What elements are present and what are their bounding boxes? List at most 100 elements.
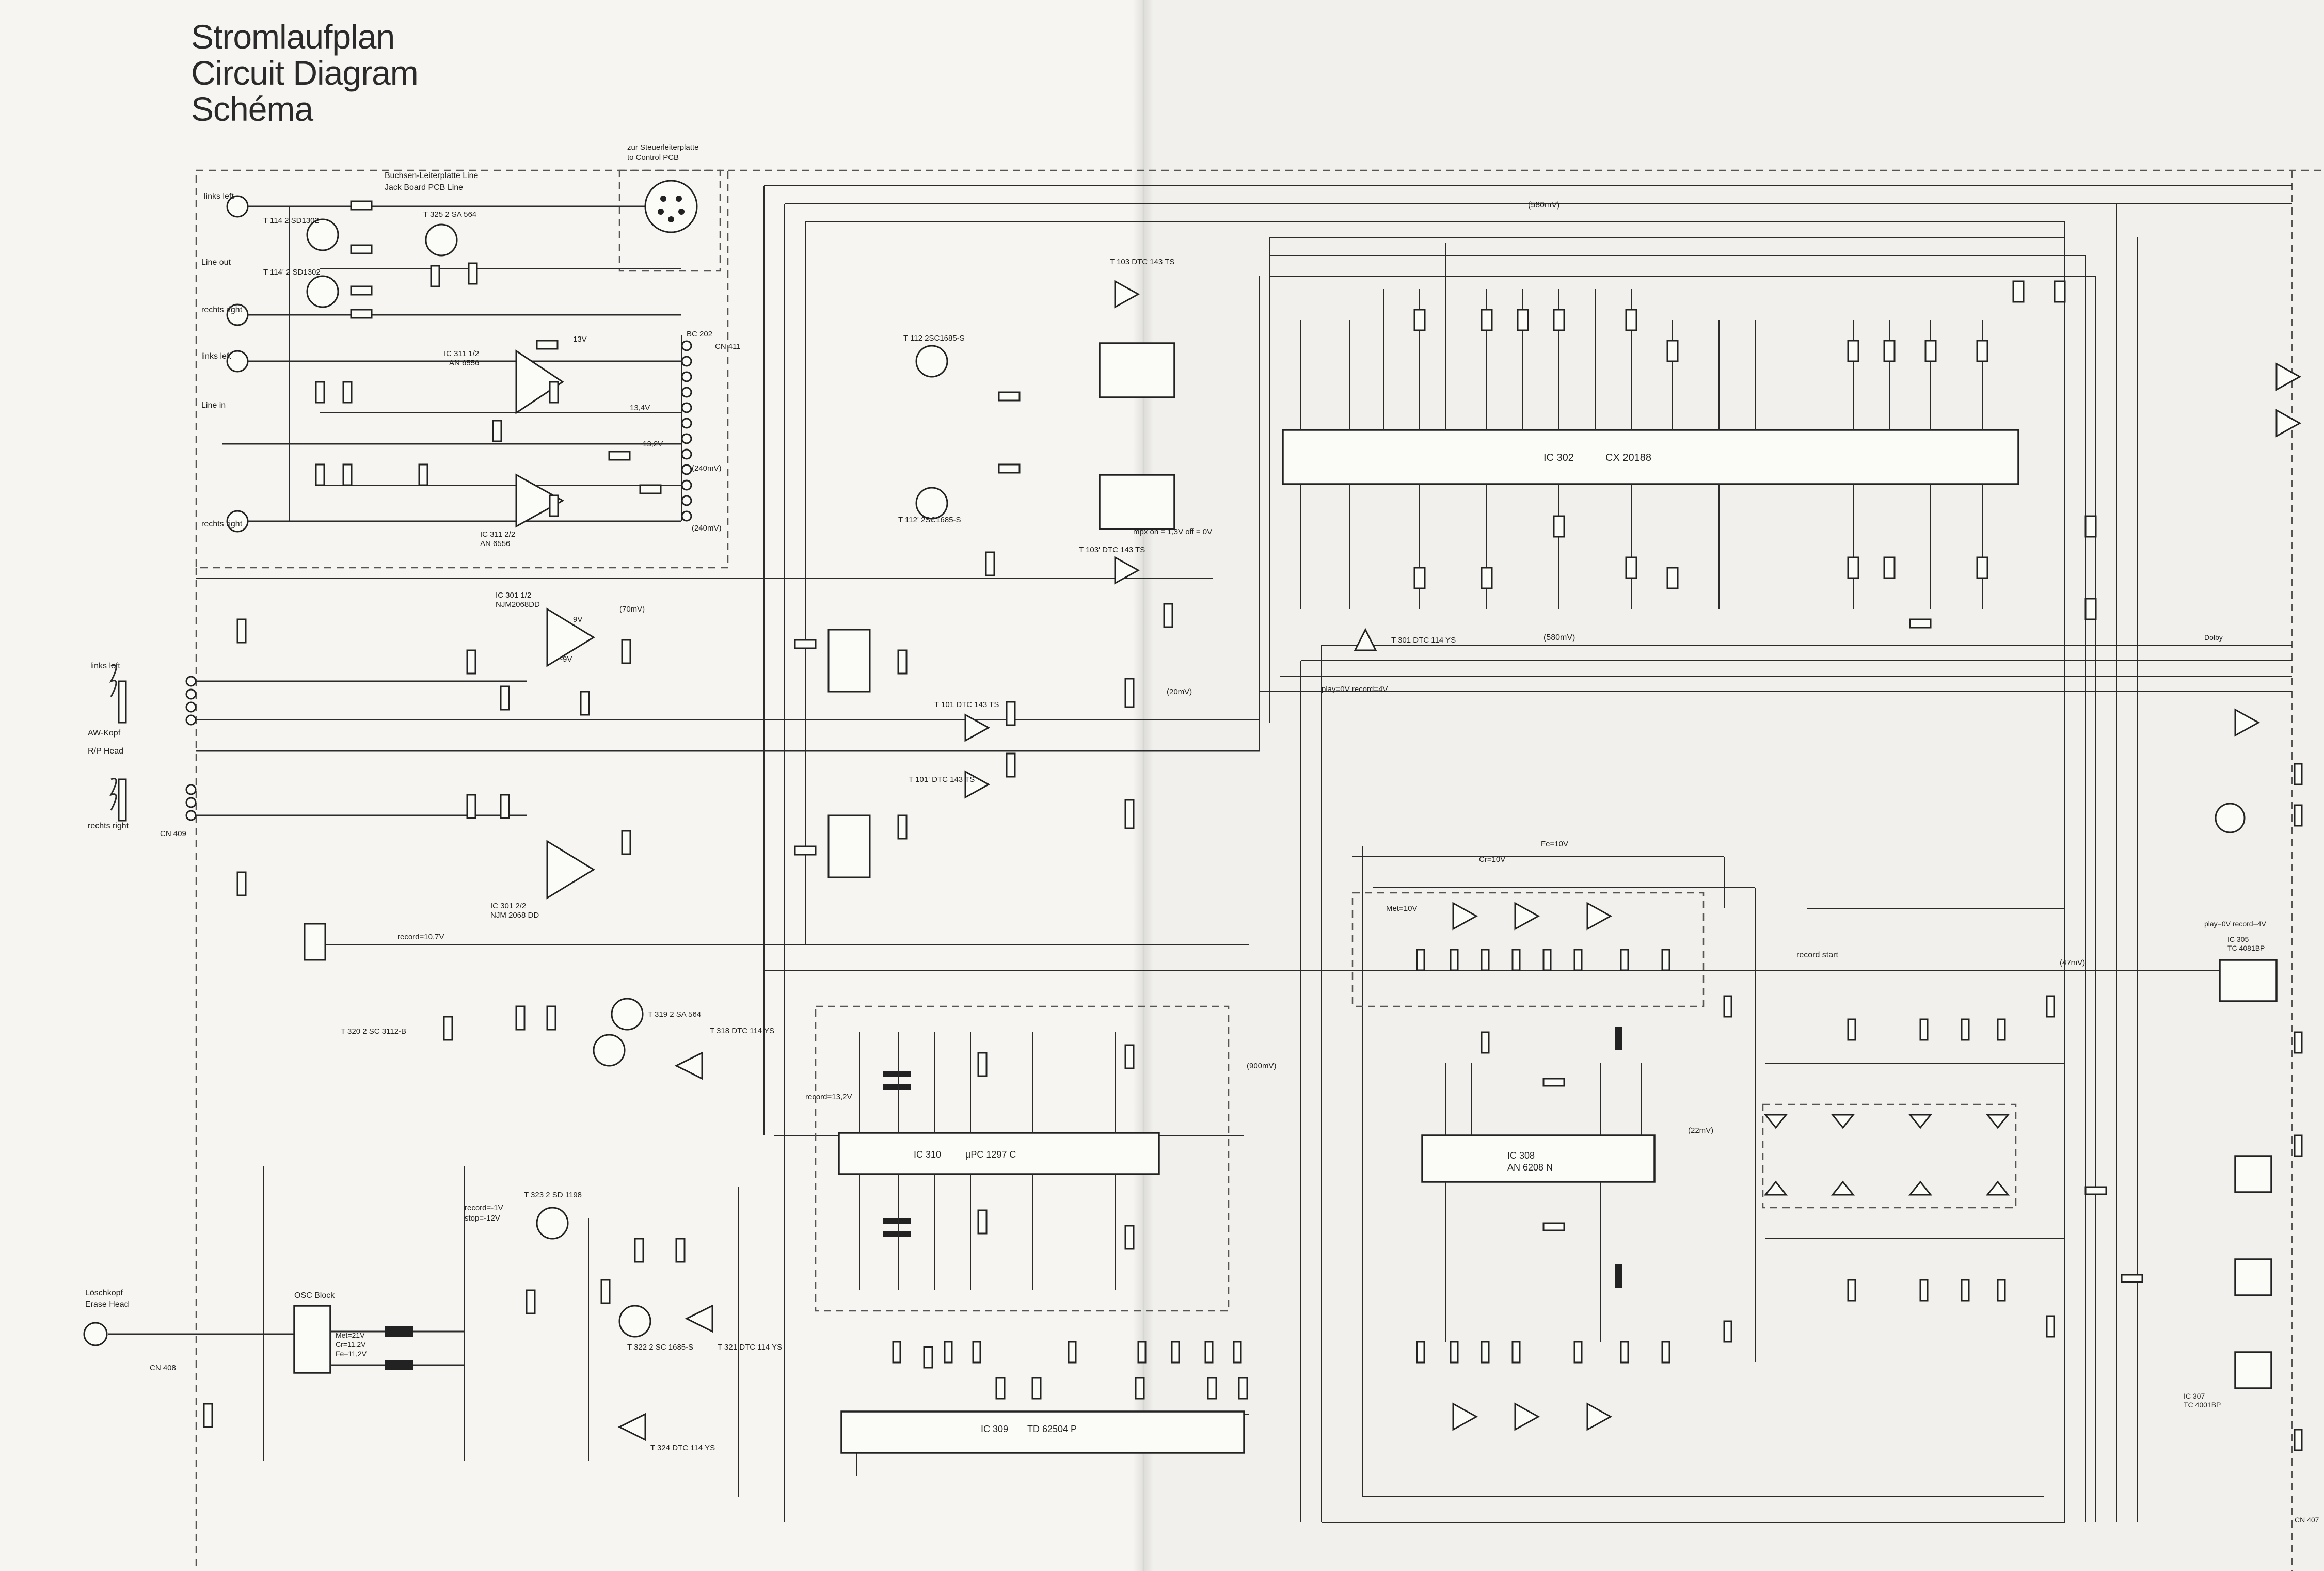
ic308-an6208n [1421,1134,1656,1183]
label-play-record: play=0V record=4V [1322,685,1388,694]
voltage-fe-11-2v: Fe=11,2V [336,1350,367,1358]
ic310-upc1297c [838,1132,1160,1175]
jack-board-section: links left Line out rechts right links l… [201,143,741,548]
preamp-section: links left AW-Kopf R/P Head rechts right… [88,591,1016,961]
transistor-t324 [617,1413,646,1441]
jack-board-outline [195,169,729,569]
label-jack-board: Buchsen-Leiterplatte Line [385,171,479,180]
coil-l103-prime [1615,1264,1622,1288]
voltage-13-4v: 13,4V [630,404,650,412]
buffer-t113 [1452,902,1478,931]
label-erase-head: Erase Head [85,1300,129,1309]
label-rechts-right-in: rechts right [201,520,243,528]
buffer-t109-prime [1830,1180,1855,1196]
label-jack-board-en: Jack Board PCB Line [385,183,463,192]
ic302-cx20188 [1282,429,2019,485]
voltage-20mv: (20mV) [1167,687,1192,696]
label-cn409: CN 409 [160,829,186,838]
label-t114: T 114 2 SD1302 [263,216,319,225]
bias-section: T 320 2 SC 3112-B T 319 2 SA 564 T 318 D… [83,998,782,1497]
ic308-block: IC 308 AN 6208 N [1351,892,1732,1431]
voltage-240mv-b: (240mV) [692,524,722,533]
buffer-t107-prime [1985,1180,2010,1196]
buffer-t101 [964,713,991,742]
voltage-cr-11-2v: Cr=11,2V [336,1340,366,1349]
buffer-t108 [1908,1114,1933,1129]
label-t319: T 319 2 SA 564 [648,1010,701,1019]
label-links-left-out: links left [204,192,234,201]
voltage-minus-13-2v: -13,2V [640,440,663,448]
label-ic302: IC 302 [1543,452,1574,463]
filter-l102 [1099,342,1175,398]
label-links-left-head: links left [90,662,120,670]
opamp-ic311-b [515,473,565,528]
label-t112-prime: T 112' 2SC1685-S [898,516,961,524]
label-dolby: Dolby [2204,633,2223,642]
buffer-t108-prime [1908,1180,1933,1196]
label-t301: T 301 DTC 114 YS [1391,636,1456,645]
right-page [1143,0,2324,1571]
transistor-t318 [674,1051,703,1080]
coil-l104-prime-b [883,1231,911,1237]
voltage-70mv: (70mV) [619,605,645,614]
buffer-t112b-prime [1514,1402,1540,1431]
voltage-22mv: (22mV) [1688,1126,1713,1135]
voltage-met-21v: Met=21V [336,1331,365,1339]
label-ic310: IC 310 [914,1149,941,1160]
coil-l301 [385,1326,413,1337]
coil-l104-b [883,1084,911,1090]
buffer-t103 [1114,280,1140,309]
voltage-record-minus-1v: record=-1V [465,1204,503,1212]
label-rechts-right-head: rechts right [88,822,129,830]
label-ic311-a-part: AN 6556 [449,359,479,367]
buffer-t113-prime [1452,1402,1478,1431]
label-osc-block: OSC Block [294,1291,335,1300]
transistor-t301 [1354,628,1377,651]
transistor-t114 [306,218,339,251]
label-ic311-b-part: AN 6556 [480,539,510,548]
label-links-left-in: links left [201,352,231,361]
label-t103: T 103 DTC 143 TS [1110,258,1174,266]
transistor-t322 [618,1305,651,1338]
buffer-array: record start [1762,951,2143,1338]
voltage-47mv: (47mV) [2060,958,2085,967]
buffer-t110-prime [1763,1180,1788,1196]
buffer-t117 [2234,708,2261,737]
buffer-t111-prime [1586,1402,1613,1431]
label-t325: T 325 2 SA 564 [423,210,476,219]
label-t322: T 322 2 SC 1685-S [627,1343,693,1352]
osc-block [293,1305,331,1374]
connector-cn411: BC 202 CN 411 [681,330,741,522]
label-t101: T 101 DTC 143 TS [934,700,999,709]
transistor-t323 [536,1207,569,1240]
transistor-t116 [2215,803,2246,833]
rp-head-right-coil [109,778,117,811]
page-gutter [1133,0,1154,1571]
label-t318: T 318 DTC 114 YS [710,1027,774,1035]
voltage-240mv-a: (240mV) [692,464,722,473]
ic-block-b [2234,1258,2272,1296]
mpx-section: T 103 DTC 143 TS T 103' DTC 143 TS T 112… [898,258,1212,829]
label-ic302-part: CX 20188 [1605,452,1651,463]
voltage-minus-9v: -9V [560,655,572,664]
label-ic310-part: µPC 1297 C [965,1149,1016,1160]
buffer-t112b [1514,902,1540,931]
voltage-9v: 9V [573,615,582,624]
label-record-start: record start [1796,951,1838,959]
title-fr: Schéma [191,90,313,128]
label-t112: T 112 2SC1685-S [903,334,965,343]
voltage-13v: 13V [573,335,587,344]
label-cn407: CN 407 [2295,1516,2319,1524]
label-ic308: IC 308 [1507,1150,1535,1161]
label-ic301-b-part: NJM 2068 DD [490,911,539,920]
coil-l104-a [883,1071,911,1077]
buffer-t107 [1985,1114,2010,1129]
label-ic305: IC 305 [2227,935,2249,943]
control-pcb-connector: zur Steuerleiterplatte to Control PCB [627,143,698,233]
label-ic311-a: IC 311 1/2 [444,349,479,358]
ic307 [2234,1351,2272,1389]
label-ic301-a-part: NJM2068DD [496,600,540,609]
label-cn408: CN 408 [150,1364,176,1372]
ic-block-a [2234,1155,2272,1193]
